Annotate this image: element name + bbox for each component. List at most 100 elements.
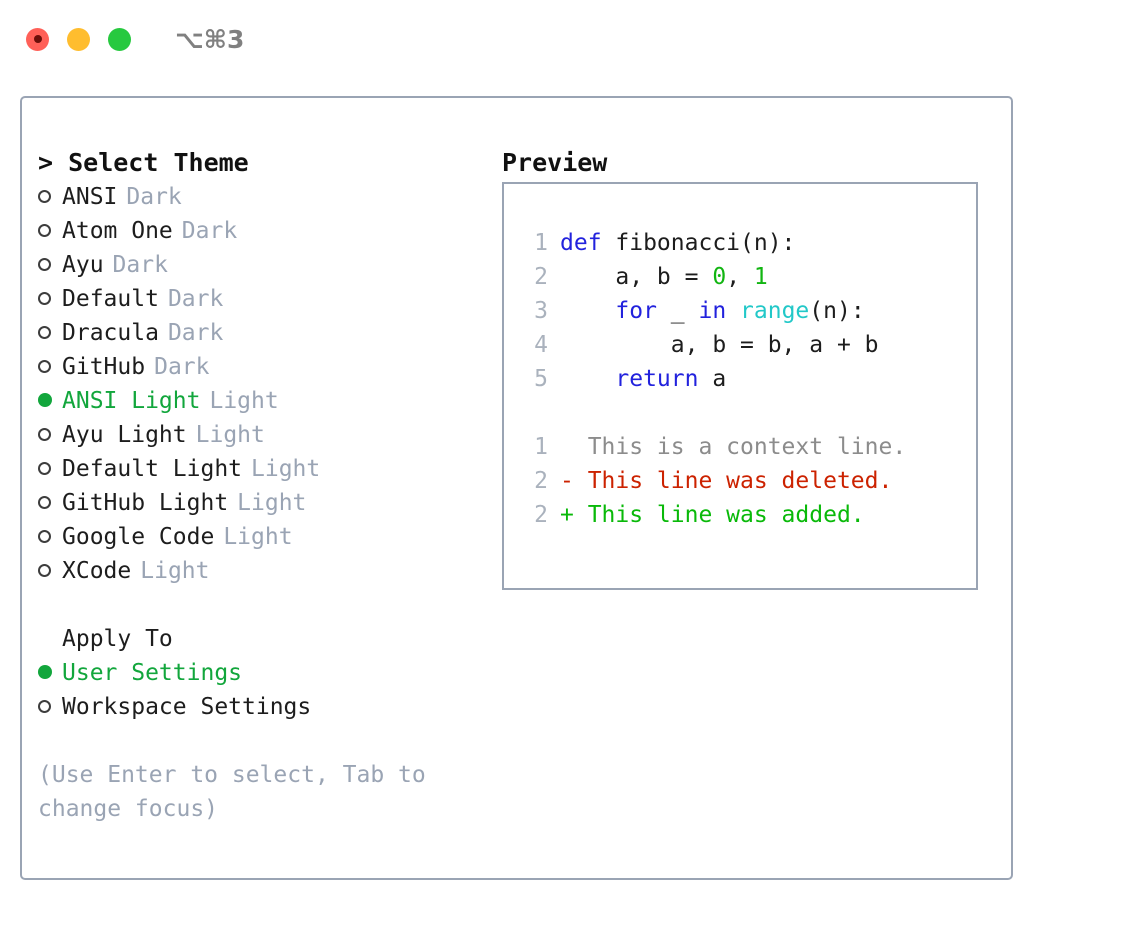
- radio-unselected-icon[interactable]: [38, 317, 62, 351]
- minimize-window-button[interactable]: [67, 27, 90, 51]
- radio-selected-icon[interactable]: [38, 385, 62, 419]
- line-number: 2: [534, 264, 548, 290]
- radio-mark: [38, 359, 51, 373]
- code-line-content: for _ in range(n):: [560, 294, 865, 328]
- list-spacer: [38, 588, 488, 622]
- window-controls: [26, 27, 131, 51]
- code-token-fn: range: [740, 298, 810, 324]
- theme-option-4[interactable]: Dracula Dark: [38, 316, 488, 350]
- radio-unselected-icon[interactable]: [38, 521, 62, 555]
- select-theme-heading: > Select Theme: [38, 148, 249, 177]
- theme-category-label: Dark: [167, 286, 224, 312]
- code-token-txt: (n):: [809, 298, 865, 324]
- radio-mark: [38, 699, 51, 713]
- code-token-txt: a: [698, 366, 727, 392]
- code-token-num: 1: [753, 264, 768, 290]
- radio-mark: [38, 325, 51, 339]
- radio-unselected-icon[interactable]: [38, 249, 62, 283]
- apply-to-option-label: Workspace Settings: [62, 694, 312, 720]
- radio-mark: [38, 495, 51, 509]
- theme-category-label: Dark: [154, 354, 210, 380]
- theme-option-3[interactable]: Default Dark: [38, 282, 488, 316]
- code-diff-separator: [518, 396, 976, 430]
- theme-option-label: ANSI: [62, 184, 118, 210]
- code-token-txt: ,: [726, 264, 754, 290]
- radio-unselected-icon[interactable]: [38, 351, 62, 385]
- keyboard-hint-text: (Use Enter to select, Tab to change focu…: [38, 762, 440, 822]
- line-number: 2: [534, 502, 548, 528]
- radio-mark: [38, 427, 51, 441]
- theme-option-label: Dracula: [62, 320, 159, 346]
- line-number: 1: [534, 434, 548, 460]
- line-number: 2: [534, 468, 548, 494]
- code-line-content: a, b = 0, 1: [560, 260, 768, 294]
- apply-to-option-1[interactable]: Workspace Settings: [38, 690, 488, 724]
- radio-unselected-icon[interactable]: [38, 419, 62, 453]
- theme-option-label: Atom One: [62, 218, 173, 244]
- radio-mark: [38, 563, 51, 577]
- radio-unselected-icon[interactable]: [38, 283, 62, 317]
- radio-mark: [38, 529, 51, 543]
- line-number: 3: [534, 298, 548, 324]
- line-number: 1: [534, 230, 548, 256]
- code-token-txt: [560, 298, 615, 324]
- code-line: 1 def fibonacci(n):: [518, 226, 976, 260]
- code-token-num: 0: [712, 264, 727, 290]
- code-line: 5 return a: [518, 362, 976, 396]
- theme-option-1[interactable]: Atom One Dark: [38, 214, 488, 248]
- theme-category-label: Light: [195, 422, 265, 448]
- code-token-txt: a, b =: [560, 264, 713, 290]
- code-line: 4 a, b = b, a + b: [518, 328, 976, 362]
- code-line-content: a, b = b, a + b: [560, 328, 879, 362]
- theme-option-10[interactable]: Google Code Light: [38, 520, 488, 554]
- theme-option-7[interactable]: Ayu Light Light: [38, 418, 488, 452]
- code-line: 3 for _ in range(n):: [518, 294, 976, 328]
- code-token-kw: def: [560, 230, 616, 256]
- radio-unselected-icon[interactable]: [38, 215, 62, 249]
- theme-option-label: Default: [62, 286, 159, 312]
- radio-unselected-icon[interactable]: [38, 453, 62, 487]
- theme-option-label: Ayu Light: [62, 422, 187, 448]
- radio-mark: [38, 461, 51, 475]
- radio-unselected-icon[interactable]: [38, 181, 62, 215]
- code-token-txt: a, b = b, a + b: [560, 332, 879, 358]
- theme-category-label: Dark: [112, 252, 168, 278]
- apply-to-option-label: User Settings: [62, 660, 243, 686]
- diff-line-del: 2- This line was deleted.: [518, 464, 976, 498]
- theme-category-label: Dark: [181, 218, 238, 244]
- radio-mark: [38, 257, 51, 271]
- maximize-window-button[interactable]: [108, 27, 131, 51]
- radio-unselected-icon[interactable]: [38, 555, 62, 589]
- theme-category-label: Light: [223, 524, 293, 550]
- code-line-content: def fibonacci(n):: [560, 226, 795, 260]
- code-line: 2 a, b = 0, 1: [518, 260, 976, 294]
- radio-unselected-icon[interactable]: [38, 487, 62, 521]
- radio-selected-icon[interactable]: [38, 657, 62, 691]
- close-window-button[interactable]: [26, 27, 49, 51]
- theme-category-label: Dark: [167, 320, 224, 346]
- radio-mark: [38, 189, 51, 203]
- title-bar: ⌥⌘3: [0, 0, 1140, 78]
- radio-unselected-icon[interactable]: [38, 691, 62, 725]
- code-token-kw: for: [615, 298, 657, 324]
- theme-option-label: Google Code: [62, 524, 215, 550]
- theme-option-label: XCode: [62, 558, 132, 584]
- theme-category-label: Light: [209, 388, 279, 414]
- code-line-content: return a: [560, 362, 726, 396]
- apply-to-option-0[interactable]: User Settings: [38, 656, 488, 690]
- diff-line-content: + This line was added.: [560, 502, 865, 528]
- radio-mark: [38, 393, 52, 407]
- diff-line-content: This is a context line.: [560, 434, 907, 460]
